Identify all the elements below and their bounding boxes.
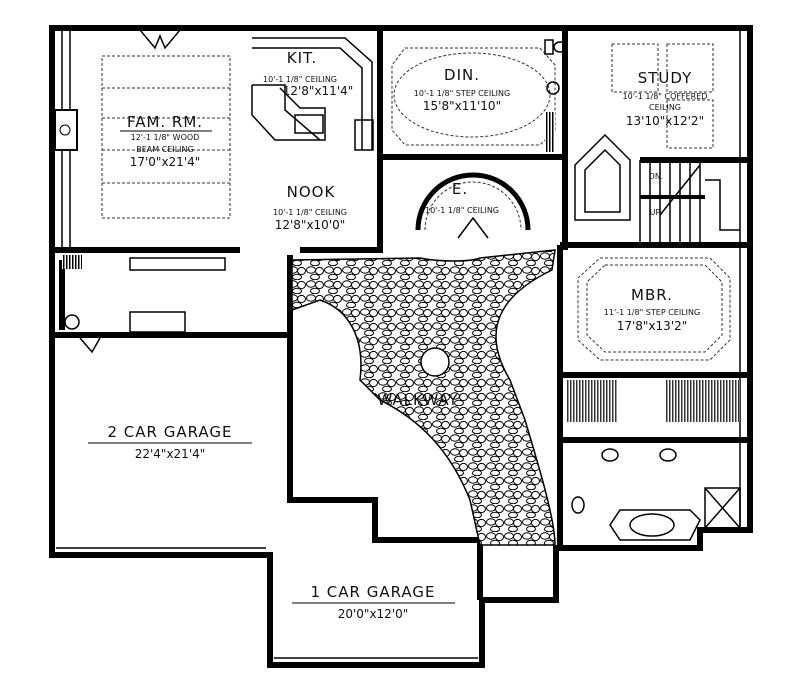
garage2-label: 2 CAR GARAGE	[107, 423, 232, 441]
garage-threshold	[56, 547, 478, 659]
closet-left	[567, 380, 617, 422]
walkway-fountain	[420, 347, 450, 377]
entry-label: E.	[452, 180, 468, 198]
mbr-size: 17'8"x13'2"	[617, 319, 688, 333]
kit-label: KIT.	[287, 49, 317, 67]
entry-ceiling: 10'-1 1/8" CEILING	[425, 206, 499, 215]
mbr-ceiling: 11'-1 1/8" STEP CEILING	[604, 308, 700, 317]
sink	[546, 81, 560, 95]
walkway-label: WALKWAY	[377, 391, 458, 409]
kit-size: 12'8"x11'4"	[283, 84, 354, 98]
fam-rm-ceiling1: 12'-1 1/8" WOOD	[131, 133, 200, 142]
beam-ceiling	[101, 55, 231, 219]
garage1-label: 1 CAR GARAGE	[310, 583, 435, 601]
foyer-ceiling	[574, 133, 631, 221]
nook-size: 12'8"x10'0"	[275, 218, 346, 232]
study-label: STUDY	[638, 69, 693, 87]
fam-rm-size: 17'0"x21'4"	[130, 155, 201, 169]
toilet	[544, 39, 554, 55]
mbr-label: MBR.	[631, 286, 673, 304]
study-ceiling1: 10'-1 1/8" COFFERED	[623, 92, 708, 101]
nook-ceiling: 10'-1 1/8" CEILING	[273, 208, 347, 217]
din-label: DIN.	[444, 66, 480, 84]
garage1-size: 20'0"x12'0"	[338, 607, 409, 621]
closet-right	[665, 380, 740, 422]
garage2-size: 22'4"x21'4"	[135, 447, 206, 461]
kitchen-counters	[251, 37, 374, 151]
entry-rotunda	[415, 172, 531, 231]
exterior-walls	[49, 25, 753, 668]
stairs-up: UP	[650, 208, 661, 217]
kit-ceiling: 10'-1 1/8" CEILING	[263, 75, 337, 84]
fireplace	[54, 109, 78, 151]
interior-walls	[52, 28, 750, 600]
master-bath-fixtures	[571, 448, 741, 541]
study-size: 13'10"x12'2"	[626, 114, 704, 128]
fam-rm-label: FAM. RM.	[127, 113, 203, 131]
din-ceiling: 10'-1 1/8" STEP CEILING	[414, 89, 510, 98]
fam-rm-ceiling2: BEAM CEILING	[136, 145, 193, 154]
front-door-swing	[139, 29, 181, 50]
fireplace-icon	[59, 124, 71, 136]
nook-label: NOOK	[287, 183, 336, 201]
laundry-counter	[129, 257, 226, 271]
stairs-down: DN.	[649, 172, 664, 181]
study-ceiling2: CEILING	[649, 103, 681, 112]
entry-door	[457, 216, 489, 239]
utility-sink	[64, 314, 80, 330]
hatched-wall	[62, 255, 82, 269]
din-size: 15'8"x11'10"	[423, 99, 501, 113]
closet-shelving	[545, 112, 555, 152]
walkway-stone-path	[291, 249, 556, 546]
study-coffers	[611, 43, 714, 149]
garage-door-swing	[79, 337, 101, 354]
staircase	[639, 160, 740, 245]
